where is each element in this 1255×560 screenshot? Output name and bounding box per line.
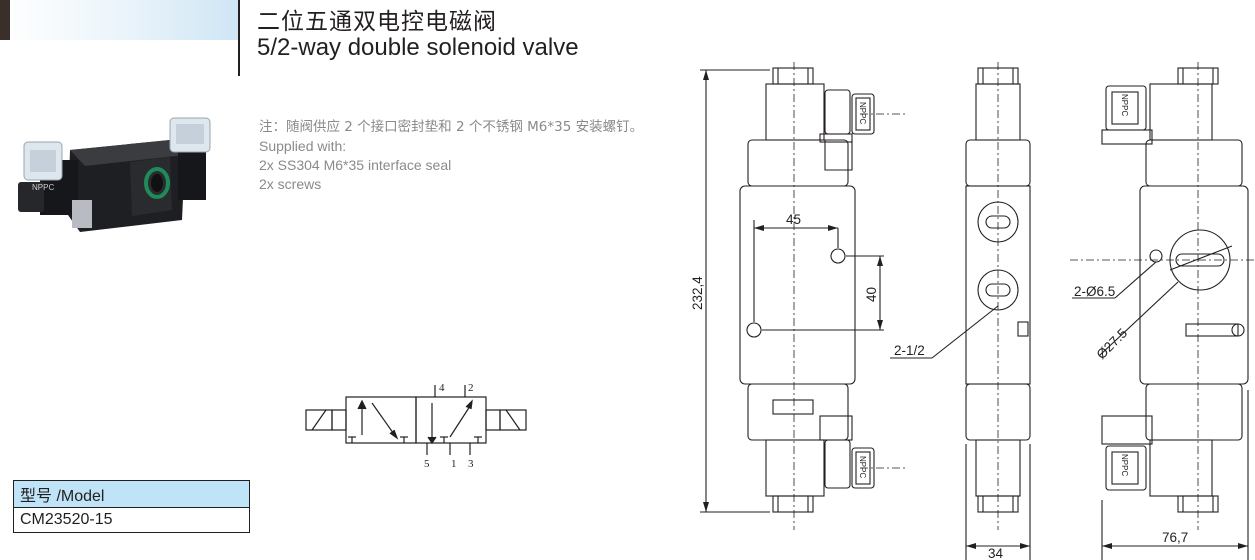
note-line-1: Supplied with: xyxy=(259,138,347,154)
dim-hole-spacing: 40 xyxy=(864,287,879,302)
supply-note: 注：随阀供应 2 个接口密封垫和 2 个不锈钢 M6*35 安装螺钉。 Supp… xyxy=(259,118,643,194)
model-table-header: 型号 /Model xyxy=(13,480,250,508)
valve-box-left xyxy=(345,396,417,444)
right-solenoid-symbol xyxy=(499,409,527,431)
model-table: 型号 /Model CM23520-15 xyxy=(13,480,250,533)
technical-drawing: NPPC NPPC NPPC NPPC 232,4 45 40 34 76,7 … xyxy=(690,62,1255,560)
dim-height-total: 232,4 xyxy=(690,276,705,310)
title-english: 5/2-way double solenoid valve xyxy=(257,34,579,61)
rear-view xyxy=(1072,67,1249,560)
valve-body-top xyxy=(70,140,185,166)
connector-label-rear-bottom: NPPC xyxy=(1120,454,1129,476)
model-number: CM23520-15 xyxy=(13,507,250,533)
port-2-label: 2 xyxy=(468,382,474,394)
dim-mount-holes: 2-Ø6.5 xyxy=(1074,284,1115,299)
note-line-3: 2x screws xyxy=(259,176,322,192)
header-accent-mark xyxy=(0,0,10,40)
title-chinese: 二位五通双电控电磁阀 xyxy=(257,9,497,35)
port-5-label: 5 xyxy=(424,458,430,470)
port-1-label: 1 xyxy=(451,458,457,470)
header-band xyxy=(0,0,238,40)
header-divider xyxy=(238,0,240,76)
dim-port-size: 2-1/2 xyxy=(894,343,925,358)
connector-label-front-top: NPPC xyxy=(858,102,867,124)
port-3-label: 3 xyxy=(468,458,474,470)
brand-mark: NPPC xyxy=(32,183,54,192)
port-4-label: 4 xyxy=(439,382,445,394)
dim-width-front: 45 xyxy=(786,212,801,227)
connector-label-front-bottom: NPPC xyxy=(858,456,867,478)
front-view xyxy=(700,67,884,513)
note-line-chinese: 注：随阀供应 2 个接口密封垫和 2 个不锈钢 M6*35 安装螺钉。 xyxy=(259,119,644,135)
right-coil xyxy=(178,152,206,200)
side-view xyxy=(890,67,1031,560)
connector-label-rear-top: NPPC xyxy=(1120,94,1129,116)
dim-depth: 76,7 xyxy=(1162,530,1188,545)
note-line-2: 2x SS304 M6*35 interface seal xyxy=(259,157,452,173)
product-photo: NPPC xyxy=(18,117,211,232)
seal-ring-icon xyxy=(144,167,170,199)
pneumatic-symbol: 4 2 5 1 3 xyxy=(305,382,527,470)
dim-side-width: 34 xyxy=(988,546,1004,560)
dim-flange-dia: Ø27.5 xyxy=(1094,326,1131,363)
